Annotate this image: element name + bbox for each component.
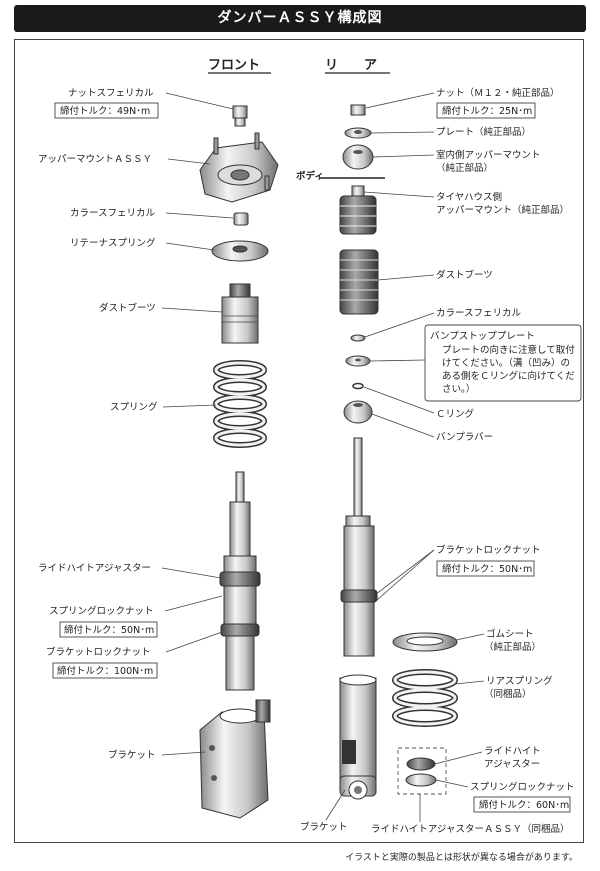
front-nut-label: ナットスフェリカル (68, 88, 154, 99)
front-spring-lock-label: スプリングロックナット (49, 605, 154, 617)
rear-c-ring-part (352, 382, 364, 390)
rear-bracket-lock-torque-box (436, 560, 535, 577)
disclaimer-text: イラストと実際の製品とは形状が異なる場合があります。 (345, 853, 578, 863)
rear-rubber-seat-label-1: ゴムシート (486, 628, 534, 640)
front-upper-mount-label: アッパーマウントＡＳＳＹ (38, 154, 152, 165)
rear-tire-house-label-1: タイヤハウス側 (436, 191, 502, 203)
diagram-frame (14, 39, 584, 843)
front-retainer-part (211, 240, 269, 262)
bump-plate-note-2: けてください。（溝（凹み）の (442, 357, 570, 369)
rear-spring-lock-label: スプリングロックナット (470, 781, 575, 793)
rear-tire-house-mount-part (339, 185, 377, 235)
rear-nut-part (350, 104, 366, 116)
rear-dust-boot-part (339, 249, 379, 315)
front-spring-label: スプリング (110, 401, 158, 413)
front-spring-lock-torque: 締付トルク：50N･m (64, 624, 154, 636)
rear-rubber-seat-part (392, 632, 458, 652)
rear-spring-label-1: リアスプリング (486, 675, 553, 687)
rear-bump-rubber-part (343, 400, 373, 424)
rear-bracket-lock-torque: 締付トルク：50N･m (442, 563, 532, 575)
rear-bracket-label: ブラケット (300, 821, 348, 833)
bump-plate-note-1: プレートの向きに注意して取付 (442, 344, 575, 356)
front-upper-mount-part (199, 132, 279, 203)
rear-indoor-mount-label-2: （純正部品） (436, 162, 493, 174)
rear-bracket-lock-label: ブラケットロックナット (436, 544, 541, 556)
front-collar-label: カラースフェリカル (70, 208, 156, 219)
front-retainer-label: リテーナスプリング (70, 237, 156, 249)
front-nut-torque-box (54, 102, 159, 119)
rear-spring-label-2: （同梱品） (484, 688, 532, 700)
rear-rubber-seat-label-2: （純正部品） (484, 641, 541, 653)
bump-plate-title: バンプストッププレート (430, 331, 535, 342)
ride-height-assy-label: ライドハイトアジャスターＡＳＳＹ（同梱品） (371, 823, 569, 835)
rear-indoor-mount-part (342, 144, 374, 170)
rear-spring-lock-torque: 締付トルク：60N･m (479, 799, 569, 811)
rear-bump-rubber-label: バンプラバー (436, 432, 493, 443)
front-nut-part (232, 105, 248, 127)
rear-nut-torque-box (436, 102, 536, 119)
rear-collar-part (350, 334, 366, 342)
rear-ride-height-label-2: アジャスター (484, 759, 540, 770)
heading-front: フロント (208, 58, 260, 73)
rear-plate-label: プレート（純正部品） (436, 126, 531, 138)
front-damper-part (219, 471, 261, 691)
body-label: ボディ (296, 170, 324, 182)
rear-spring-part (392, 669, 458, 727)
rear-ride-height-assy-part (397, 747, 447, 795)
rear-collar-label: カラースフェリカル (436, 308, 522, 319)
front-spring-part (213, 360, 267, 448)
front-bracket-label: ブラケット (108, 749, 156, 761)
front-bracket-lock-label: ブラケットロックナット (46, 646, 151, 658)
rear-bracket-part (339, 674, 377, 800)
front-nut-torque: 締付トルク：49N･m (60, 105, 150, 117)
rear-ride-height-label-1: ライドハイト (484, 746, 541, 757)
rear-tire-house-label-2: アッパーマウント（純正部品） (436, 204, 569, 216)
bump-plate-note-4: さい。） (442, 383, 475, 395)
bump-plate-note-3: ある側をＣリングに向けてくだ (442, 370, 575, 382)
page-title: ダンパーＡＳＳＹ構成図 (14, 5, 586, 32)
rear-plate-part (344, 127, 372, 139)
front-dust-boot-label: ダストブーツ (99, 302, 156, 314)
front-collar-part (233, 212, 249, 226)
rear-dust-boot-label: ダストブーツ (436, 269, 493, 281)
rear-nut-torque: 締付トルク：25N･m (442, 105, 532, 117)
rear-spring-lock-torque-box (473, 796, 571, 813)
rear-indoor-mount-label-1: 室内側アッパーマウント (436, 149, 541, 161)
front-dust-boot-part (221, 283, 259, 344)
rear-c-ring-label: Ｃリング (436, 408, 475, 420)
front-ride-height-label: ライドハイトアジャスター (38, 563, 151, 574)
heading-rear: リ ア (325, 58, 377, 73)
rear-damper-part (340, 437, 378, 657)
front-bracket-lock-torque-box (52, 662, 158, 679)
rear-bump-plate-part (345, 355, 371, 367)
rear-nut-label: ナット（Ｍ１２・純正部品） (436, 87, 560, 99)
bump-plate-note-box (424, 324, 582, 402)
front-bracket-part (199, 699, 271, 819)
front-spring-lock-torque-box (59, 621, 158, 638)
front-bracket-lock-torque: 締付トルク：100N･m (57, 665, 153, 677)
